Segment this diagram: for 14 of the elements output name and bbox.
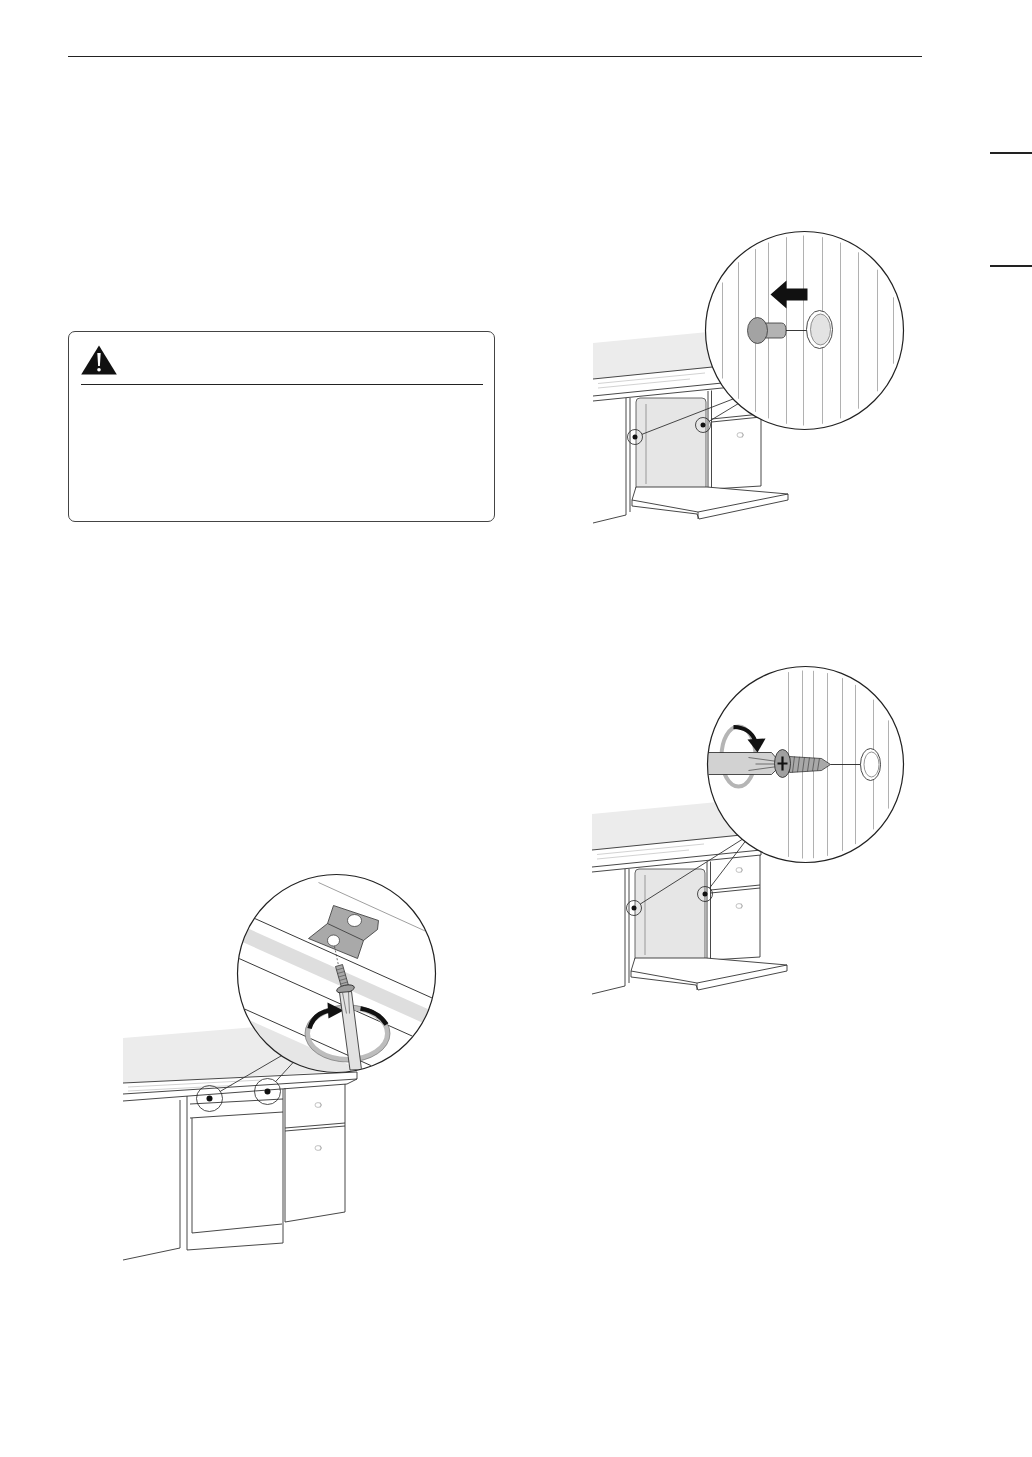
callout-circle bbox=[194, 1083, 224, 1113]
leader-line bbox=[641, 398, 734, 435]
callout-circle bbox=[694, 416, 712, 434]
callout-circle bbox=[625, 899, 643, 917]
leader-line bbox=[708, 403, 739, 422]
leader-line bbox=[709, 841, 746, 889]
callout-circle bbox=[626, 428, 644, 446]
leader-line bbox=[275, 1061, 294, 1082]
leader-line bbox=[219, 1055, 282, 1092]
callout-circle bbox=[252, 1076, 282, 1106]
pin-and-hole-detail bbox=[703, 229, 905, 431]
screwdriver-screw-detail bbox=[705, 664, 905, 864]
leader-line bbox=[639, 838, 743, 905]
callout-circle bbox=[696, 885, 714, 903]
